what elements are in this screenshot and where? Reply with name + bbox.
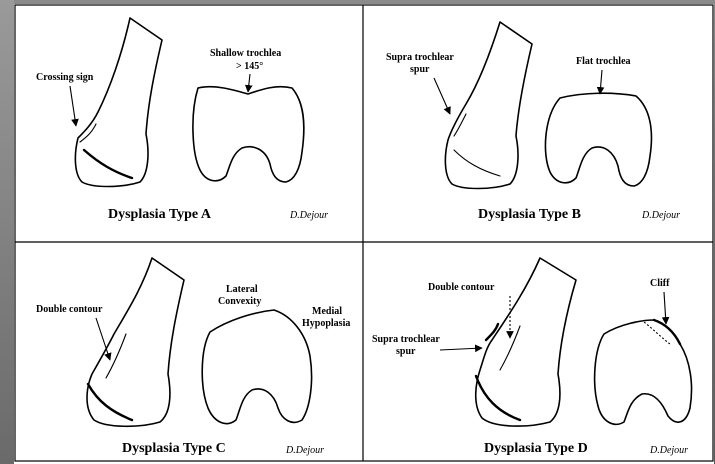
double-contour-outer-c: [88, 384, 132, 420]
panel-title-b: Dysplasia Type B: [478, 207, 581, 222]
cliff-edge: [654, 320, 680, 344]
label-spur-d: spur: [396, 346, 416, 357]
dysplasia-figure: Crossing sign Shallow trochlea > 145° Dy…: [14, 4, 714, 464]
femur-outline-a: [75, 18, 162, 187]
trochlea-outline-a: [193, 87, 304, 182]
label-supra-trochlear-d: Supra trochlear: [372, 334, 440, 345]
arrow-crossing-sign: [70, 86, 76, 126]
label-flat-trochlea: Flat trochlea: [576, 56, 631, 67]
inner-line-b: [454, 150, 500, 176]
label-angle: > 145°: [236, 61, 263, 72]
label-medial: Medial: [312, 306, 342, 317]
signature-c: D.Dejour: [285, 445, 324, 456]
panel-type-d: Double contour Supra trochlear spur Clif…: [372, 258, 692, 456]
panel-title-a: Dysplasia Type A: [108, 207, 212, 222]
signature-a: D.Dejour: [289, 210, 328, 221]
label-crossing-sign: Crossing sign: [36, 72, 94, 83]
arrow-flat-trochlea: [600, 70, 602, 94]
label-convexity: Convexity: [218, 296, 261, 307]
label-cliff: Cliff: [650, 278, 670, 289]
left-background-strip: [0, 0, 14, 464]
label-double-contour-c: Double contour: [36, 304, 103, 315]
arrow-spur-b: [434, 78, 450, 114]
arrow-shallow-trochlea: [248, 74, 250, 92]
figure-frame: [15, 5, 713, 461]
panel-type-a: Crossing sign Shallow trochlea > 145° Dy…: [36, 18, 328, 222]
signature-b: D.Dejour: [641, 210, 680, 221]
label-double-contour-d: Double contour: [428, 282, 495, 293]
panel-title-d: Dysplasia Type D: [484, 441, 588, 456]
trochlea-outline-d: [595, 320, 692, 424]
double-contour-outer-d: [476, 376, 520, 420]
label-hypoplasia: Hypoplasia: [302, 318, 350, 329]
crossing-line-a: [84, 150, 132, 178]
arrow-spur-d: [440, 348, 482, 350]
signature-d: D.Dejour: [649, 445, 688, 456]
label-supra-trochlear-b: Supra trochlear: [386, 52, 454, 63]
panel-type-b: Supra trochlear spur Flat trochlea Dyspl…: [386, 22, 680, 222]
trochlea-outline-b: [545, 93, 651, 186]
panel-title-c: Dysplasia Type C: [122, 441, 226, 456]
label-spur-b: spur: [410, 64, 430, 75]
figure-svg: Crossing sign Shallow trochlea > 145° Dy…: [14, 4, 714, 464]
panel-type-c: Double contour Lateral Convexity Medial …: [36, 258, 350, 456]
spur-d: [486, 324, 498, 340]
label-shallow-trochlea: Shallow trochlea: [210, 48, 281, 59]
femur-outline-b: [445, 22, 532, 189]
trochlea-outline-c: [202, 310, 311, 424]
label-lateral: Lateral: [226, 284, 258, 295]
arrow-cliff: [664, 292, 666, 324]
